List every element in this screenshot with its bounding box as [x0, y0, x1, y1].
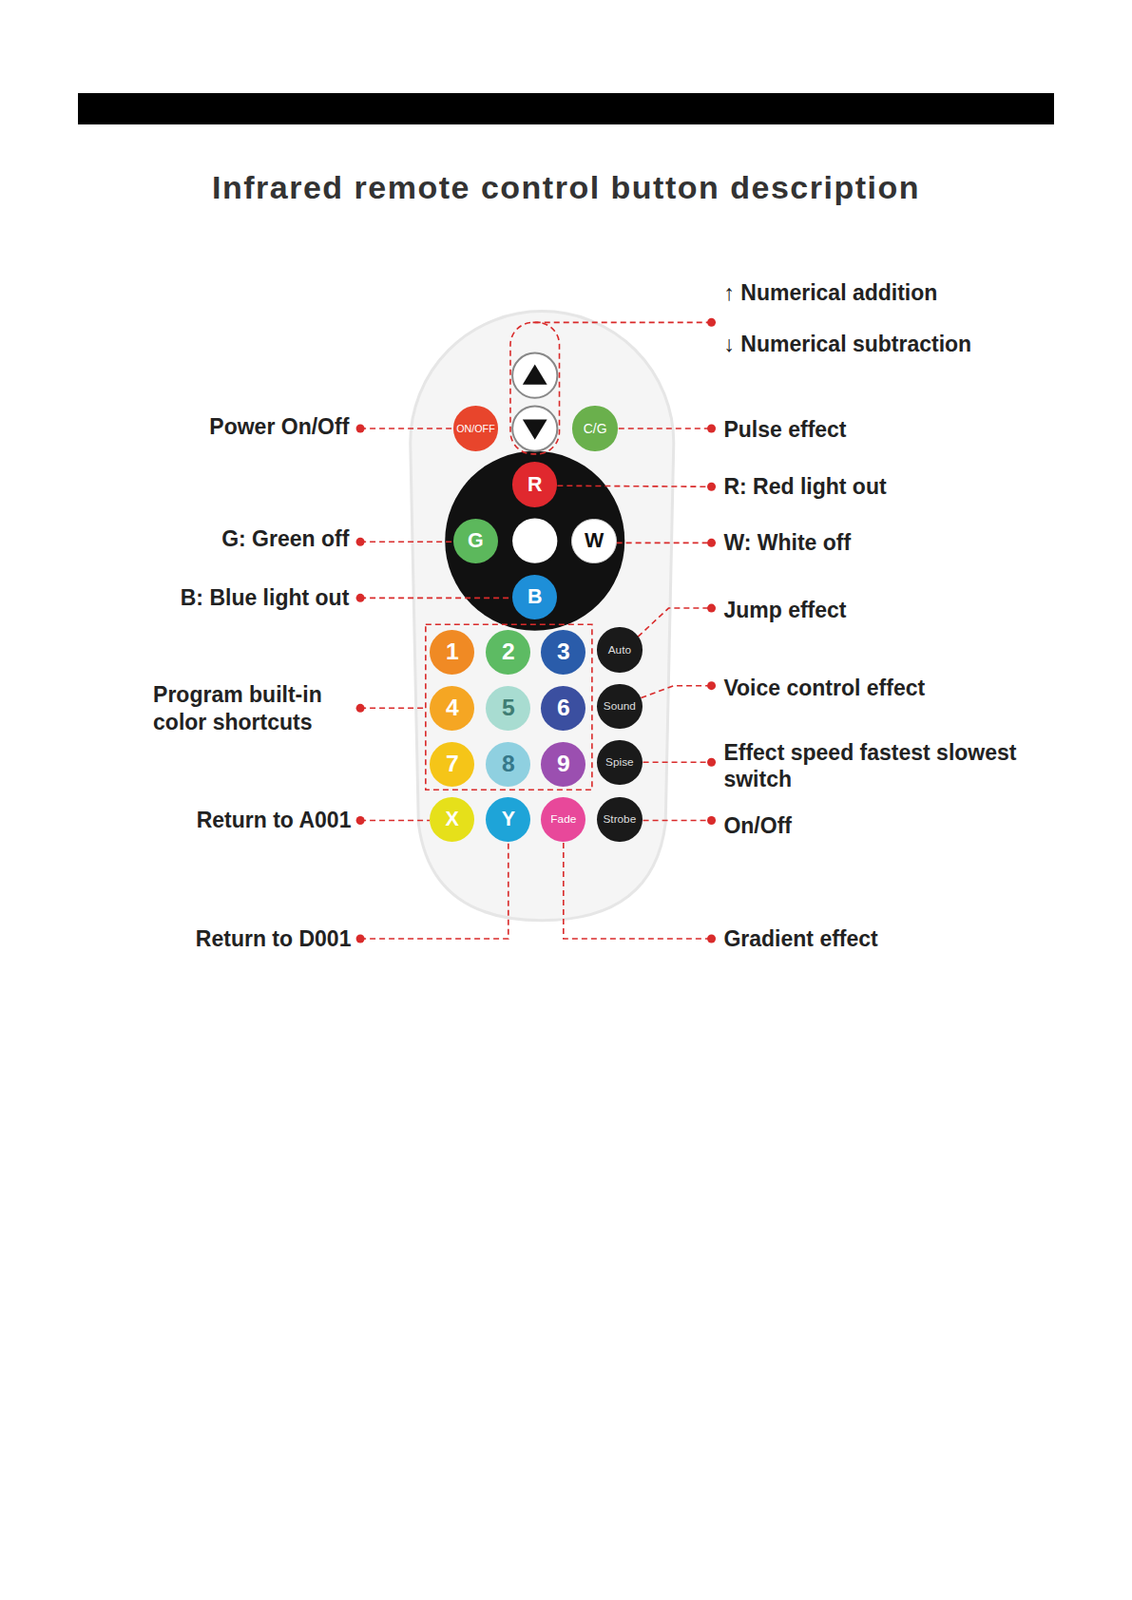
- leader-dot: [356, 935, 365, 944]
- button-label: Sound: [603, 699, 636, 713]
- arrow-button: [512, 405, 557, 451]
- button-label: X: [445, 807, 460, 832]
- button-label: 9: [556, 750, 571, 778]
- callout-label: On/Off: [723, 811, 792, 840]
- header-bar: [77, 93, 1055, 125]
- button-label: 4: [445, 694, 460, 722]
- leader-line: [643, 820, 712, 823]
- button-label: 1: [445, 638, 460, 666]
- button-label: 5: [501, 694, 516, 722]
- leader-dot: [356, 816, 365, 826]
- button-label: Fade: [550, 812, 576, 826]
- remote-button: 6: [540, 686, 586, 731]
- remote-button: 7: [429, 742, 475, 787]
- leader-dot: [707, 758, 716, 768]
- button-label: Auto: [608, 643, 632, 657]
- leader-dot: [707, 538, 716, 548]
- callout-label: Program built-in color shortcuts: [153, 682, 373, 738]
- callout-label: Gradient effect: [723, 925, 878, 954]
- callout-label: Pulse effect: [723, 416, 846, 444]
- remote-button: C/G: [572, 405, 617, 451]
- callout-label: W: White off: [723, 529, 851, 557]
- leader-dot: [356, 424, 365, 434]
- callout-label: Return to D001: [195, 925, 352, 954]
- remote-button: X: [429, 797, 475, 843]
- remote-button: Spise: [596, 740, 642, 786]
- remote-button: 2: [485, 630, 531, 675]
- button-label: 7: [445, 750, 460, 778]
- button-label: 8: [501, 750, 516, 778]
- remote-button: Sound: [596, 684, 642, 730]
- leader-dot: [707, 482, 716, 492]
- button-label: Strobe: [602, 812, 636, 826]
- callout-label: Power On/Off: [209, 413, 349, 442]
- callout-label: ↑ Numerical addition: [723, 279, 938, 307]
- remote-button: 1: [429, 630, 475, 675]
- leader-dot: [707, 935, 716, 944]
- callout-label: Jump effect: [723, 596, 846, 625]
- callout-label: ↓ Numerical subtraction: [723, 330, 972, 359]
- leader-line: [360, 597, 513, 600]
- callout-label: Return to A001: [196, 806, 352, 835]
- leader-line: [563, 843, 712, 940]
- button-label: 6: [556, 694, 571, 722]
- button-label: 3: [556, 638, 571, 666]
- remote-body: [410, 311, 674, 921]
- leader-dot: [356, 537, 365, 547]
- leader-dot: [707, 424, 716, 434]
- arrow-symbol: [522, 364, 548, 384]
- leader-line: [556, 485, 711, 487]
- leader-dot: [707, 681, 716, 691]
- leader-line: [535, 322, 712, 325]
- leader-line: [643, 761, 712, 764]
- leader-dot: [356, 704, 365, 713]
- button-label: G: [467, 529, 484, 554]
- button-label: Y: [501, 807, 516, 832]
- leader-line: [360, 843, 509, 940]
- button-label: 2: [501, 638, 516, 666]
- center-button: [512, 518, 557, 564]
- button-label: C/G: [583, 421, 608, 437]
- title: Infrared remote control button descripti…: [0, 169, 1132, 207]
- leader-line: [360, 820, 430, 823]
- callout-label: R: Red light out: [723, 473, 886, 501]
- leader-dot: [707, 604, 716, 614]
- leader-lines: [356, 318, 716, 944]
- callout-label: G: Green off: [221, 525, 349, 554]
- callout-label: B: Blue light out: [180, 584, 350, 613]
- callout-label: Voice control effect: [723, 673, 925, 702]
- leader-line: [360, 540, 454, 543]
- remote-button: W: [571, 518, 616, 564]
- leader-line: [640, 686, 711, 699]
- remote-button: 5: [485, 686, 531, 731]
- number-group-box: [425, 624, 593, 790]
- leader-line: [637, 608, 711, 637]
- leader-dot: [707, 816, 716, 826]
- remote-button: Auto: [596, 627, 642, 672]
- button-label: R: [527, 473, 543, 498]
- leader-line: [618, 427, 712, 430]
- remote-button: Strobe: [596, 797, 642, 843]
- leader-dot: [356, 594, 365, 603]
- button-label: W: [584, 529, 604, 554]
- leader-line: [360, 427, 454, 430]
- remote-button: 3: [540, 630, 586, 675]
- arrow-group-box: [510, 322, 560, 455]
- callout-label: Effect speed fastest slowest switch: [723, 739, 1030, 795]
- arrow-symbol: [522, 420, 548, 441]
- remote-button: R: [512, 461, 557, 507]
- leader-dot: [707, 318, 716, 327]
- remote-button: G: [453, 518, 499, 564]
- dial: [444, 451, 625, 632]
- leader-line: [616, 542, 712, 545]
- remote-button: ON/OFF: [453, 405, 499, 451]
- remote-button: 4: [429, 686, 475, 731]
- button-label: B: [527, 585, 543, 610]
- button-label: Spise: [605, 755, 634, 769]
- arrow-button: [512, 353, 557, 399]
- leader-line: [360, 708, 426, 710]
- button-label: ON/OFF: [456, 422, 496, 435]
- remote-button: B: [512, 575, 557, 620]
